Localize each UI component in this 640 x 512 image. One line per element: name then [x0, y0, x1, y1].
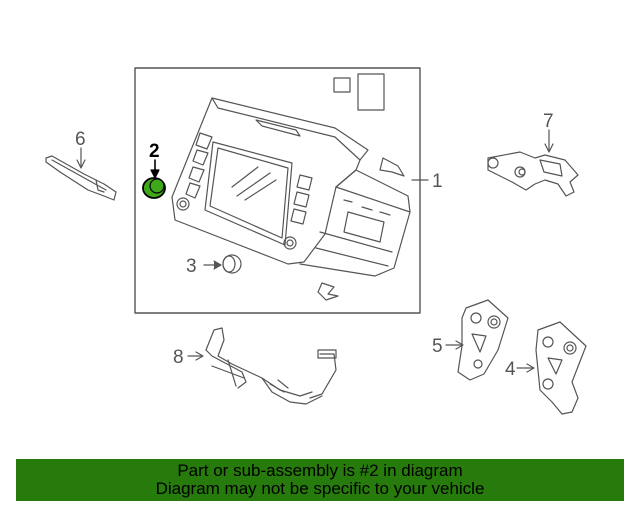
assembly-box [134, 67, 421, 314]
callout-3: 3 [186, 256, 197, 277]
highlighted-knob-part-2 [142, 159, 166, 199]
banner-line-disclaimer: Diagram may not be specific to your vehi… [155, 479, 485, 498]
bracket-part-5 [445, 299, 509, 381]
callout-7: 7 [543, 111, 554, 132]
callout-4: 4 [505, 359, 516, 380]
callout-1: 1 [432, 171, 443, 192]
info-banner: Part or sub-assembly is #2 in diagram Di… [16, 459, 624, 501]
harness-part-8 [187, 327, 337, 405]
head-unit-part-1 [171, 73, 429, 301]
callout-6: 6 [75, 129, 86, 150]
knob-part-3 [203, 254, 242, 274]
strip-part-6 [45, 147, 117, 201]
callout-2: 2 [149, 141, 160, 162]
callout-5: 5 [432, 336, 443, 357]
callout-8: 8 [173, 347, 184, 368]
module-part-7 [487, 129, 579, 197]
bracket-part-4 [516, 321, 587, 415]
banner-line-part: Part or sub-assembly is #2 in diagram [177, 461, 463, 480]
